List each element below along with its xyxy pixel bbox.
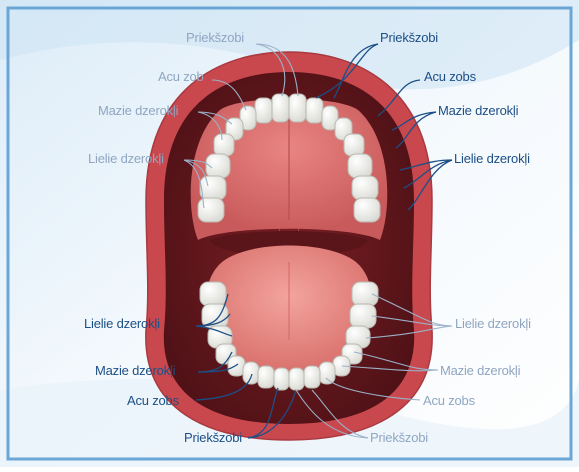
label-upper-right-incisors: Priekšzobi: [380, 30, 438, 45]
label-lower-left-premolars: Mazie dzerokļi: [95, 363, 175, 378]
label-lower-right-canine: Acu zobs: [423, 393, 475, 408]
label-upper-left-canine: Acu zob: [158, 69, 204, 84]
label-upper-left-incisors: Priekšzobi: [186, 30, 244, 45]
label-lower-left-molars: Lielie dzerokļi: [84, 316, 160, 331]
label-lower-right-incisors: Priekšzobi: [370, 430, 428, 445]
label-upper-right-canine: Acu zobs: [424, 69, 476, 84]
label-lower-right-molars: Lielie dzerokļi: [455, 316, 531, 331]
label-upper-left-molars: Lielie dzerokļi: [88, 151, 164, 166]
label-lower-left-incisors: Priekšzobi: [184, 430, 242, 445]
label-lower-left-canine: Acu zobs: [127, 393, 179, 408]
label-lower-right-premolars: Mazie dzerokļi: [440, 363, 520, 378]
label-upper-right-molars: Lielie dzerokļi: [454, 151, 530, 166]
label-upper-right-premolars: Mazie dzerokļi: [438, 103, 518, 118]
label-upper-left-premolars: Mazie dzerokļi: [98, 103, 178, 118]
